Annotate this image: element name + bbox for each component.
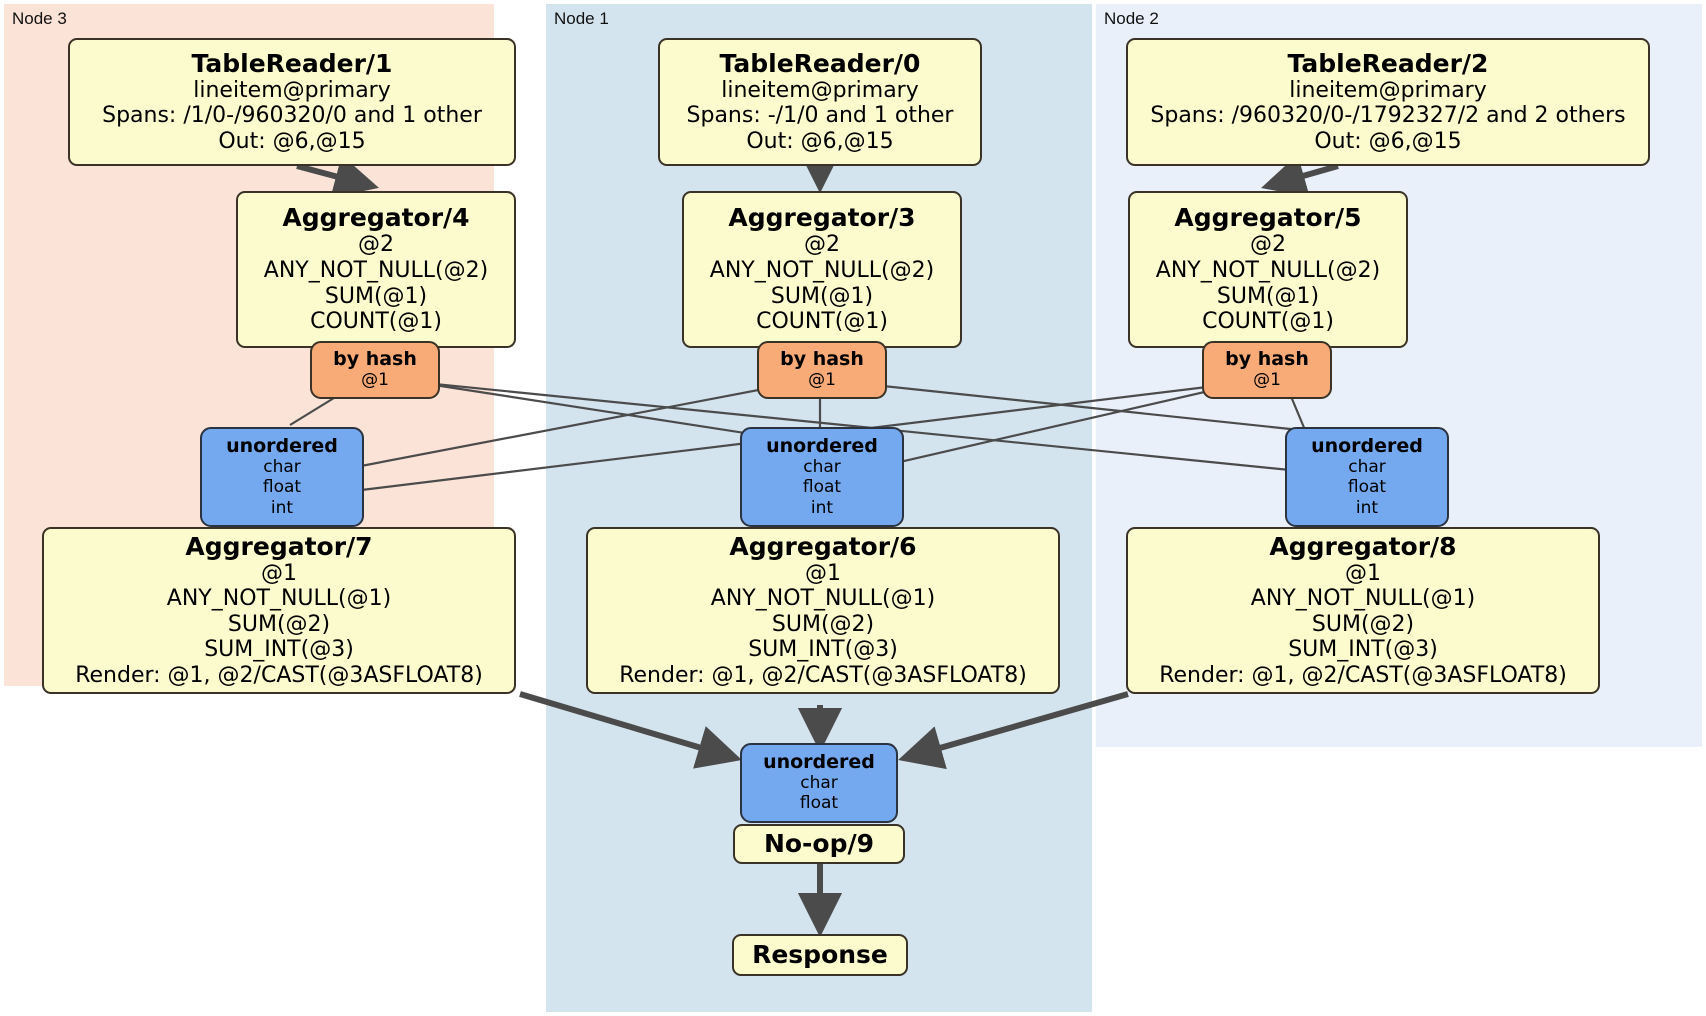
- aggregator-7-fn2: SUM(@2): [227, 611, 331, 637]
- tablereader-2-out: Out: @6,@15: [1314, 128, 1462, 154]
- unordered-center-type1: char: [803, 456, 841, 477]
- aggregator-7-render: Render: @1, @2/CAST(@3ASFLOAT8): [75, 662, 483, 688]
- unordered-center-title: unordered: [766, 434, 878, 457]
- unordered-center-type2: float: [802, 477, 842, 498]
- node-panel-label-node1: Node 1: [554, 9, 609, 28]
- unordered-center-type3: int: [810, 497, 834, 518]
- by-hash-right-col: @1: [1253, 370, 1281, 391]
- unordered-router-right[interactable]: unordered char float int: [1285, 427, 1449, 527]
- unordered-router-center[interactable]: unordered char float int: [740, 427, 904, 527]
- aggregator-5-group: @2: [1250, 232, 1286, 258]
- aggregator-7-title: Aggregator/7: [185, 531, 373, 561]
- by-hash-center-title: by hash: [780, 348, 864, 371]
- tablereader-0-spans: Spans: -/1/0 and 1 other: [686, 103, 954, 129]
- unordered-left-type2: float: [262, 477, 302, 498]
- aggregator-8-box[interactable]: Aggregator/8 @1 ANY_NOT_NULL(@1) SUM(@2)…: [1126, 527, 1600, 694]
- aggregator-3-box[interactable]: Aggregator/3 @2 ANY_NOT_NULL(@2) SUM(@1)…: [682, 191, 962, 348]
- aggregator-6-render: Render: @1, @2/CAST(@3ASFLOAT8): [619, 662, 1027, 688]
- node-panel-label-node3: Node 3: [12, 9, 67, 28]
- by-hash-output-left[interactable]: by hash @1: [310, 341, 440, 399]
- aggregator-7-fn1: ANY_NOT_NULL(@1): [166, 586, 392, 612]
- aggregator-8-render: Render: @1, @2/CAST(@3ASFLOAT8): [1159, 662, 1567, 688]
- unordered-right-type1: char: [1348, 456, 1386, 477]
- aggregator-3-title: Aggregator/3: [728, 203, 916, 233]
- no-op-9-box[interactable]: No-op/9: [733, 824, 905, 864]
- response-title: Response: [752, 940, 888, 969]
- aggregator-6-title: Aggregator/6: [729, 531, 917, 561]
- aggregator-8-fn3: SUM_INT(@3): [1288, 637, 1438, 663]
- aggregator-6-box[interactable]: Aggregator/6 @1 ANY_NOT_NULL(@1) SUM(@2)…: [586, 527, 1060, 694]
- aggregator-5-fn1: ANY_NOT_NULL(@2): [1155, 257, 1381, 283]
- final-unordered-router[interactable]: unordered char float: [740, 743, 898, 823]
- aggregator-5-fn2: SUM(@1): [1216, 283, 1320, 309]
- tablereader-2-table: lineitem@primary: [1289, 77, 1487, 103]
- aggregator-5-box[interactable]: Aggregator/5 @2 ANY_NOT_NULL(@2) SUM(@1)…: [1128, 191, 1408, 348]
- tablereader-1-table: lineitem@primary: [193, 77, 391, 103]
- no-op-9-title: No-op/9: [763, 829, 875, 858]
- by-hash-right-title: by hash: [1225, 348, 1309, 371]
- by-hash-output-center[interactable]: by hash @1: [757, 341, 887, 399]
- aggregator-7-group: @1: [261, 560, 297, 586]
- tablereader-1-spans: Spans: /1/0-/960320/0 and 1 other: [102, 103, 482, 129]
- aggregator-4-title: Aggregator/4: [282, 203, 470, 233]
- aggregator-8-fn2: SUM(@2): [1311, 611, 1415, 637]
- aggregator-8-fn1: ANY_NOT_NULL(@1): [1250, 586, 1476, 612]
- aggregator-5-fn3: COUNT(@1): [1202, 309, 1334, 335]
- tablereader-1-title: TableReader/1: [191, 48, 393, 78]
- aggregator-7-fn3: SUM_INT(@3): [204, 637, 354, 663]
- aggregator-8-group: @1: [1345, 560, 1381, 586]
- unordered-left-type1: char: [263, 456, 301, 477]
- aggregator-6-fn1: ANY_NOT_NULL(@1): [710, 586, 936, 612]
- by-hash-output-right[interactable]: by hash @1: [1202, 341, 1332, 399]
- aggregator-5-title: Aggregator/5: [1174, 203, 1362, 233]
- aggregator-6-group: @1: [805, 560, 841, 586]
- aggregator-8-title: Aggregator/8: [1269, 531, 1457, 561]
- final-unordered-type2: float: [799, 793, 839, 814]
- tablereader-1-out: Out: @6,@15: [218, 128, 366, 154]
- tablereader-0-box[interactable]: TableReader/0 lineitem@primary Spans: -/…: [658, 38, 982, 166]
- aggregator-4-fn1: ANY_NOT_NULL(@2): [263, 257, 489, 283]
- tablereader-2-box[interactable]: TableReader/2 lineitem@primary Spans: /9…: [1126, 38, 1650, 166]
- tablereader-0-table: lineitem@primary: [721, 77, 919, 103]
- by-hash-left-col: @1: [361, 370, 389, 391]
- response-box[interactable]: Response: [732, 934, 908, 976]
- unordered-left-type3: int: [270, 497, 294, 518]
- tablereader-2-spans: Spans: /960320/0-/1792327/2 and 2 others: [1150, 103, 1626, 129]
- unordered-left-title: unordered: [226, 434, 338, 457]
- by-hash-left-title: by hash: [333, 348, 417, 371]
- aggregator-4-group: @2: [358, 232, 394, 258]
- aggregator-3-group: @2: [804, 232, 840, 258]
- aggregator-3-fn2: SUM(@1): [770, 283, 874, 309]
- by-hash-center-col: @1: [808, 370, 836, 391]
- unordered-router-left[interactable]: unordered char float int: [200, 427, 364, 527]
- aggregator-6-fn3: SUM_INT(@3): [748, 637, 898, 663]
- tablereader-2-title: TableReader/2: [1287, 48, 1489, 78]
- final-unordered-type1: char: [800, 773, 838, 794]
- node-panel-label-node2: Node 2: [1104, 9, 1159, 28]
- aggregator-3-fn1: ANY_NOT_NULL(@2): [709, 257, 935, 283]
- aggregator-4-fn2: SUM(@1): [324, 283, 428, 309]
- tablereader-0-out: Out: @6,@15: [746, 128, 894, 154]
- aggregator-4-fn3: COUNT(@1): [310, 309, 442, 335]
- aggregator-6-fn2: SUM(@2): [771, 611, 875, 637]
- aggregator-3-fn3: COUNT(@1): [756, 309, 888, 335]
- tablereader-1-box[interactable]: TableReader/1 lineitem@primary Spans: /1…: [68, 38, 516, 166]
- tablereader-0-title: TableReader/0: [719, 48, 921, 78]
- unordered-right-type3: int: [1355, 497, 1379, 518]
- aggregator-7-box[interactable]: Aggregator/7 @1 ANY_NOT_NULL(@1) SUM(@2)…: [42, 527, 516, 694]
- aggregator-4-box[interactable]: Aggregator/4 @2 ANY_NOT_NULL(@2) SUM(@1)…: [236, 191, 516, 348]
- final-unordered-title: unordered: [763, 751, 875, 774]
- unordered-right-title: unordered: [1311, 434, 1423, 457]
- unordered-right-type2: float: [1347, 477, 1387, 498]
